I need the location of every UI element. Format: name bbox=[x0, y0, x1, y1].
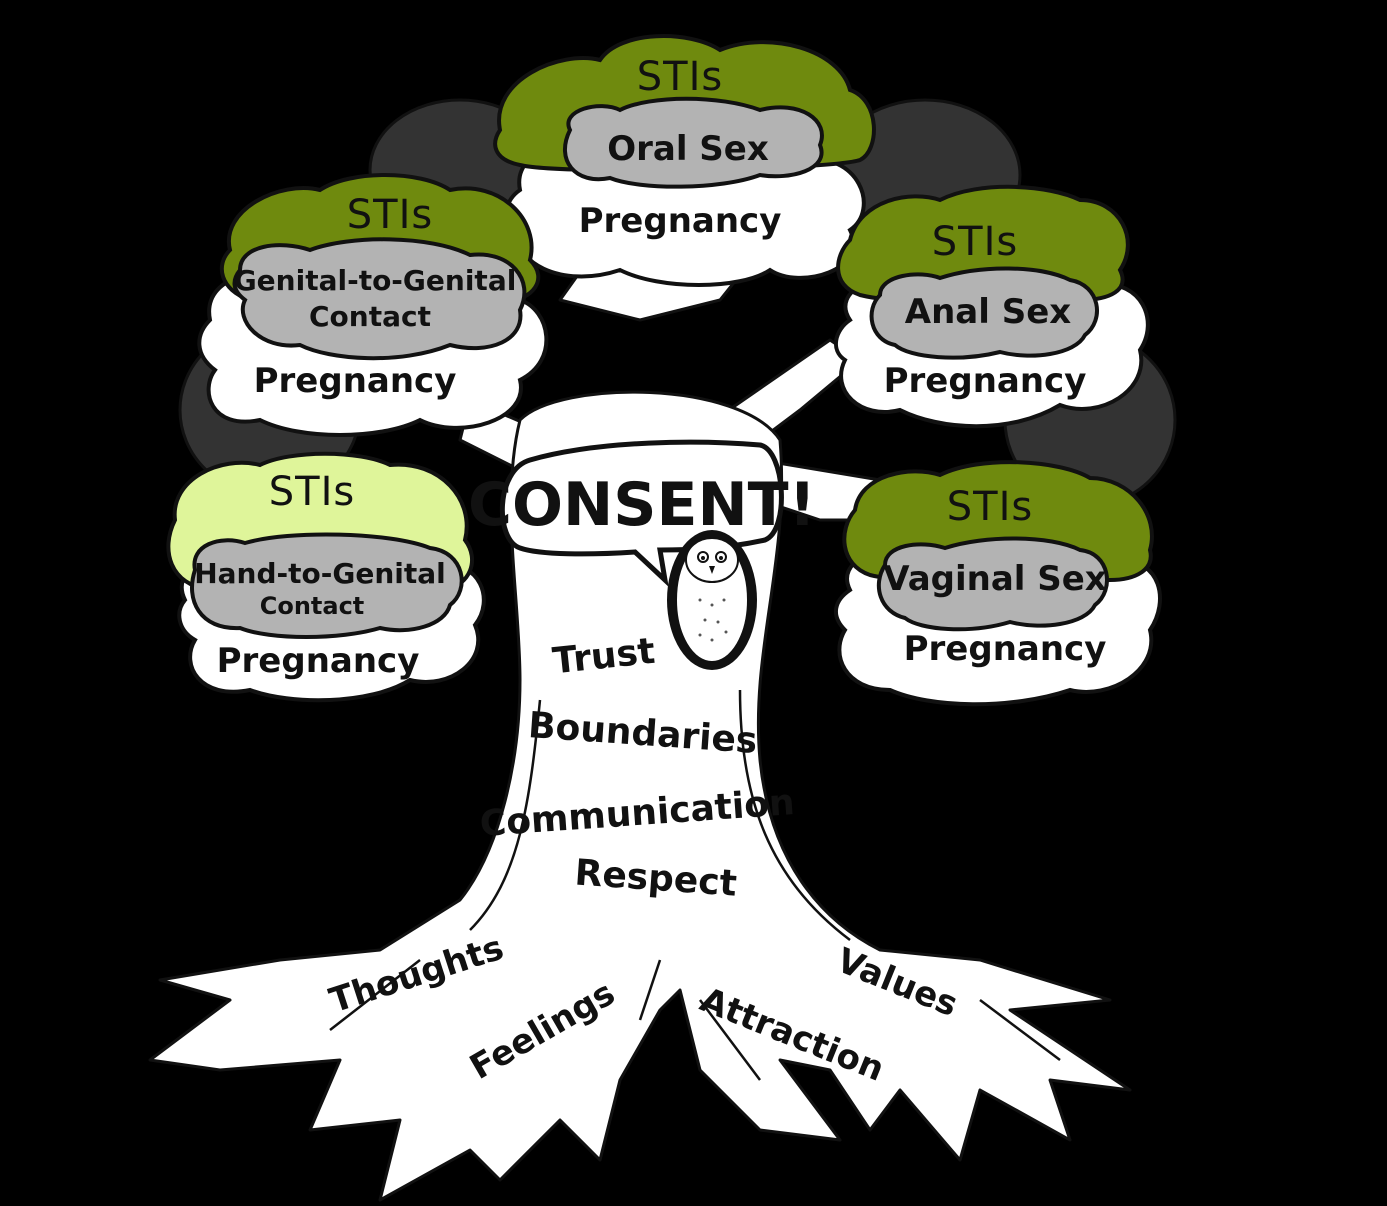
pregnancy-label: Pregnancy bbox=[254, 361, 457, 401]
activity-cloud bbox=[235, 239, 525, 358]
pregnancy-label: Pregnancy bbox=[217, 641, 420, 681]
cloud-anal-sex: STIs Anal Sex Pregnancy bbox=[836, 187, 1148, 426]
cloud-vaginal-sex: STIs Vaginal Sex Pregnancy bbox=[836, 462, 1160, 704]
activity-label-line2: Contact bbox=[309, 300, 431, 333]
sti-label: STIs bbox=[269, 469, 355, 515]
activity-label: Anal Sex bbox=[905, 292, 1072, 332]
sti-label: STIs bbox=[947, 484, 1033, 530]
cloud-oral-sex: STIs Oral Sex Pregnancy bbox=[495, 36, 874, 285]
sti-label: STIs bbox=[637, 54, 723, 100]
cloud-genital-to-genital: STIs Genital-to-Genital Contact Pregnanc… bbox=[199, 175, 546, 435]
cloud-hand-to-genital: STIs Hand-to-Genital Contact Pregnancy bbox=[168, 454, 483, 700]
sti-label: STIs bbox=[932, 219, 1018, 265]
activity-label: Vaginal Sex bbox=[883, 559, 1107, 599]
owl-icon bbox=[667, 530, 757, 670]
sti-label: STIs bbox=[347, 192, 433, 238]
pregnancy-label: Pregnancy bbox=[904, 629, 1107, 669]
activity-label-line1: Hand-to-Genital bbox=[194, 557, 446, 590]
pregnancy-label: Pregnancy bbox=[884, 361, 1087, 401]
activity-label-line2: Contact bbox=[260, 592, 365, 620]
activity-label-line1: Genital-to-Genital bbox=[234, 264, 517, 297]
consent-label: CONSENT! bbox=[468, 470, 816, 540]
pregnancy-label: Pregnancy bbox=[579, 201, 782, 241]
activity-label: Oral Sex bbox=[607, 129, 769, 169]
